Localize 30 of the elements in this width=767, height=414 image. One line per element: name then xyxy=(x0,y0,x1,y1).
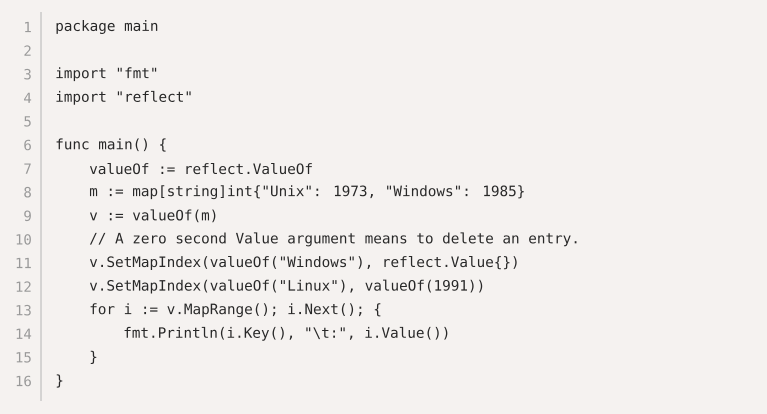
line-number: 10 xyxy=(16,234,31,245)
code-line: v.SetMapIndex(valueOf("Windows"), reflect.Value{}) xyxy=(90,256,517,270)
line-number: 3 xyxy=(24,68,31,80)
code-line: fmt.Println(i.Key(), "\t:", i.Value()) xyxy=(124,326,448,341)
code-line: import "fmt" xyxy=(56,67,156,82)
code-line: // A zero second Value argument means to delete an entry. xyxy=(90,232,576,246)
code-line: for i := v.MapRange(); i.Next(); { xyxy=(90,303,380,318)
code-line: } xyxy=(56,374,62,388)
line-number: 2 xyxy=(24,45,31,56)
line-number: 8 xyxy=(24,186,31,198)
line-number: 15 xyxy=(16,352,31,363)
code-line: valueOf := reflect.ValueOf xyxy=(90,163,312,174)
code-line: } xyxy=(90,350,96,364)
line-number: 1 xyxy=(25,22,31,32)
code-line: func main() { xyxy=(56,138,166,152)
line-number: 13 xyxy=(16,304,31,316)
line-number: 4 xyxy=(24,92,32,103)
line-number: 12 xyxy=(16,281,31,292)
line-number: 11 xyxy=(16,258,31,268)
code-line: v.SetMapIndex(valueOf("Linux"), valueOf(1991)) xyxy=(90,280,482,294)
code-line: package main xyxy=(56,20,158,34)
code-line: m := map[string]int{"Unix": 1973, "Windows": 1985} xyxy=(90,185,524,200)
line-number: 7 xyxy=(24,163,31,174)
line-number: 9 xyxy=(24,210,31,222)
line-number: 16 xyxy=(16,376,31,386)
code-line: v := valueOf(m) xyxy=(90,209,216,222)
line-number: 6 xyxy=(24,140,31,150)
line-number: 5 xyxy=(24,116,31,127)
line-number: 14 xyxy=(16,328,32,339)
code-line: import "reflect" xyxy=(56,90,191,105)
